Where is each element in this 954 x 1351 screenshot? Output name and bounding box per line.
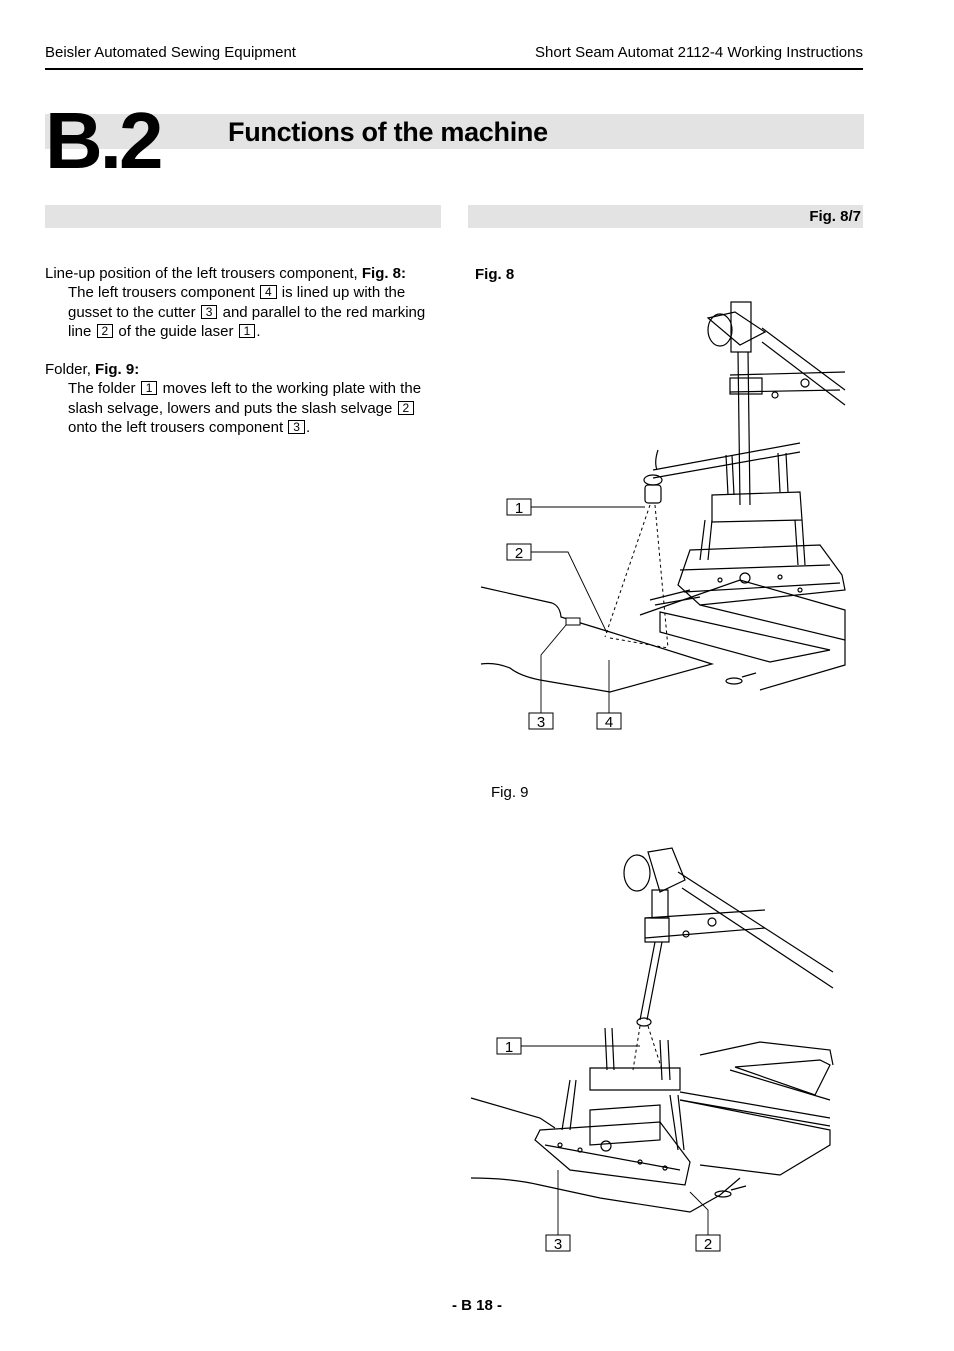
svg-text:1: 1 — [505, 1039, 513, 1056]
fig9-callout-2: 2 — [695, 1234, 721, 1253]
header-rule — [45, 68, 863, 70]
para-text: moves left to the working plate with the… — [68, 380, 422, 417]
svg-text:3: 3 — [537, 714, 545, 731]
svg-text:3: 3 — [554, 1236, 562, 1253]
fig9-callout-1: 1 — [496, 1037, 522, 1056]
fig-link: Fig. 9: — [95, 361, 140, 378]
svg-text:2: 2 — [515, 545, 523, 562]
svg-text:2: 2 — [704, 1236, 712, 1253]
para-lead: Line-up position of the left trousers co… — [45, 265, 362, 282]
para-text: . — [305, 419, 311, 437]
para-text: onto the left trousers component — [68, 419, 288, 437]
fig9-illustration: 1 3 2 — [470, 847, 834, 1253]
fig8-callout-2: 2 — [506, 543, 532, 562]
callout-ref: 2 — [397, 400, 415, 415]
title-band — [45, 114, 864, 149]
para-text: and parallel to the red marking line — [68, 303, 426, 341]
para-text: . — [256, 323, 261, 341]
para-text: The folder — [68, 380, 140, 398]
right-column-bar — [468, 205, 863, 228]
fig9-caption: Fig. 9 — [491, 784, 529, 801]
fig8-callout-1: 1 — [506, 498, 532, 517]
callout-ref: 3 — [288, 420, 305, 435]
callout-ref: 4 — [259, 285, 277, 300]
fig8-callout-3: 3 — [528, 712, 554, 731]
callout-ref: 1 — [238, 324, 256, 339]
svg-text:4: 4 — [605, 714, 613, 731]
svg-text:1: 1 — [515, 500, 523, 517]
callout-ref: 2 — [96, 324, 114, 339]
section-title: Functions of the machine — [228, 117, 548, 147]
page-number: - B 18 - — [451, 1297, 502, 1314]
fig9-callout-3: 3 — [545, 1234, 571, 1253]
figure-reference: Fig. 8/7 — [809, 208, 861, 225]
para-text: of the guide laser — [114, 323, 238, 341]
fig8-illustration: 1 2 3 4 — [480, 301, 846, 731]
header-company: Beisler Automated Sewing Equipment — [45, 44, 296, 61]
callout-ref: 1 — [140, 381, 158, 396]
fig8-callout-4: 4 — [596, 712, 622, 731]
paragraph-lineup: Line-up position of the left trousers co… — [45, 264, 445, 342]
left-column-bar — [45, 205, 441, 228]
callout-ref: 3 — [200, 304, 218, 319]
fig8-caption: Fig. 8 — [475, 266, 515, 283]
header-document-title: Short Seam Automat 2112-4 Working Instru… — [535, 44, 863, 61]
section-number: B.2 — [45, 96, 163, 185]
fig-link: Fig. 8: — [361, 265, 407, 282]
para-text: The left trousers component — [68, 284, 259, 302]
para-text: is lined up with the gusset to the cutte… — [68, 284, 406, 321]
paragraph-folder: Folder, Fig. 9: The folder 1 moves left … — [45, 360, 445, 438]
para-lead: Folder, — [45, 361, 96, 378]
